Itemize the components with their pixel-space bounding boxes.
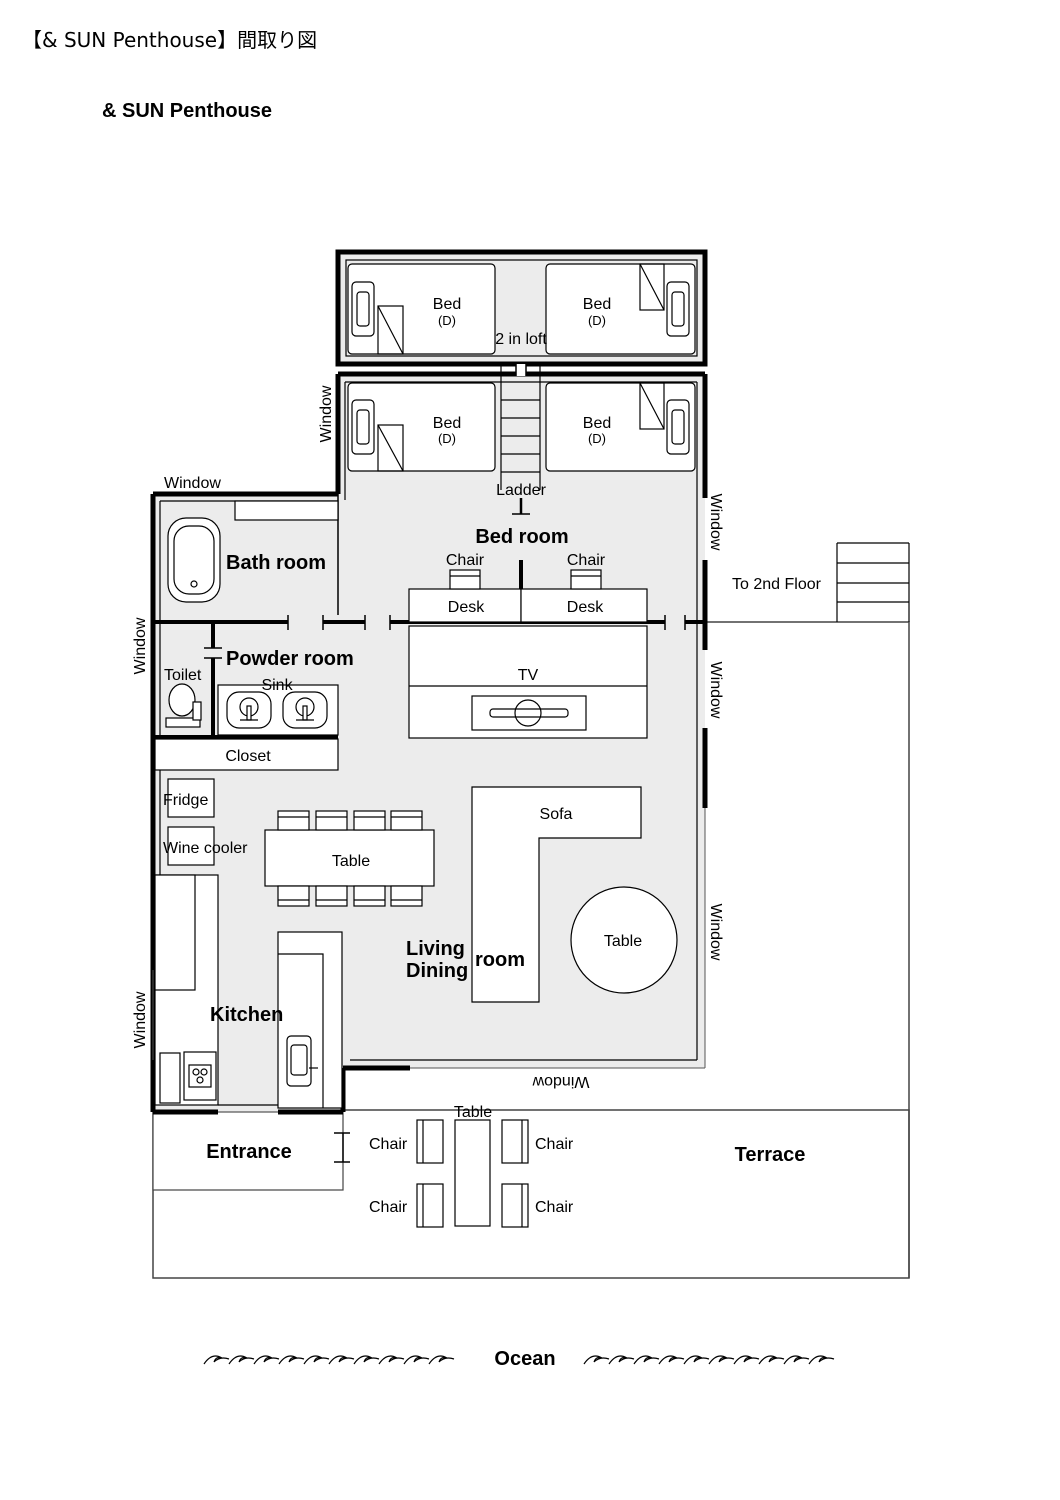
dining-table: [264, 810, 435, 907]
label-tv: TV: [518, 667, 539, 684]
ladder: [500, 364, 541, 515]
label-bed-lower-right: Bed: [583, 415, 611, 432]
desk-right: [520, 588, 648, 623]
label-loft: 2 in loft: [495, 331, 547, 348]
label-window-right-mid: Window: [707, 662, 724, 719]
label-round-table: Table: [604, 933, 642, 950]
label-window-top-left: Window: [164, 475, 221, 492]
sink-counter: [217, 684, 339, 736]
label-bed-type: (D): [438, 313, 456, 328]
round-table: [570, 886, 678, 994]
label-living: Living: [406, 938, 465, 960]
kitchen-island: [277, 931, 343, 1109]
label-terrace-chair: Chair: [369, 1199, 408, 1216]
label-chair-right: Chair: [567, 552, 606, 569]
label-bed-room: Bed room: [475, 526, 568, 548]
label-terrace-chair: Chair: [369, 1136, 408, 1153]
toilet: [165, 683, 202, 728]
label-chair-left: Chair: [446, 552, 485, 569]
label-desk-left: Desk: [448, 599, 485, 616]
label-ladder: Ladder: [496, 482, 546, 499]
label-window-bottom: Window: [532, 1073, 589, 1090]
label-window-loft: Window: [318, 385, 335, 442]
label-fridge: Fridge: [163, 792, 208, 809]
stairs-to-2nd-floor: [836, 542, 910, 622]
label-terrace-chair: Chair: [535, 1136, 574, 1153]
label-desk-right: Desk: [567, 599, 604, 616]
label-bath-room: Bath room: [226, 552, 326, 574]
fridge: [167, 778, 215, 818]
page-top-title: 【& SUN Penthouse】間取り図: [22, 28, 318, 52]
desk-left: [408, 588, 522, 623]
label-ocean: Ocean: [494, 1348, 555, 1370]
wine-cooler: [167, 826, 215, 866]
label-bed-type: (D): [588, 431, 606, 446]
terrace-table-set: [416, 1119, 529, 1228]
kitchen-counter-left: [154, 874, 219, 1106]
bed-lower-left: [347, 382, 496, 472]
bed-loft-left: [347, 263, 496, 355]
label-bed-lower-left: Bed: [433, 415, 461, 432]
label-dining-table: Table: [332, 853, 370, 870]
bathtub: [167, 517, 221, 603]
label-bed-type: (D): [588, 313, 606, 328]
ocean-waves: [203, 1355, 835, 1365]
label-room: room: [475, 949, 525, 971]
main-floor: [153, 374, 705, 1112]
label-kitchen: Kitchen: [210, 1004, 283, 1026]
label-wine-cooler: Wine cooler: [163, 840, 248, 857]
label-terrace: Terrace: [735, 1144, 806, 1166]
label-dining: Dining: [406, 960, 468, 982]
label-bed-type: (D): [438, 431, 456, 446]
label-window-right-low: Window: [707, 904, 724, 961]
label-toilet: Toilet: [164, 667, 202, 684]
label-terrace-table: Table: [454, 1104, 492, 1121]
label-bed-loft-right: Bed: [583, 296, 611, 313]
label-entrance: Entrance: [206, 1141, 292, 1163]
label-powder-room: Powder room: [226, 648, 354, 670]
sofa: [471, 786, 642, 1003]
chair-desk-left: [449, 569, 481, 590]
tv-cabinet: [408, 625, 648, 739]
label-sink: Sink: [261, 677, 293, 694]
label-window-left-lower: Window: [132, 991, 149, 1048]
label-terrace-chair: Chair: [535, 1199, 574, 1216]
label-bed-loft-left: Bed: [433, 296, 461, 313]
label-window-right-top: Window: [707, 494, 724, 551]
label-sofa: Sofa: [540, 806, 573, 823]
storage-shelf: [234, 500, 339, 521]
bed-lower-right: [545, 382, 696, 472]
label-to-2nd-floor: To 2nd Floor: [732, 576, 822, 593]
bed-loft-right: [545, 263, 696, 355]
chair-desk-right: [570, 569, 602, 590]
closet: [154, 738, 339, 771]
label-closet: Closet: [225, 748, 271, 765]
plan-title: & SUN Penthouse: [102, 100, 273, 122]
label-window-left-upper: Window: [132, 617, 149, 674]
